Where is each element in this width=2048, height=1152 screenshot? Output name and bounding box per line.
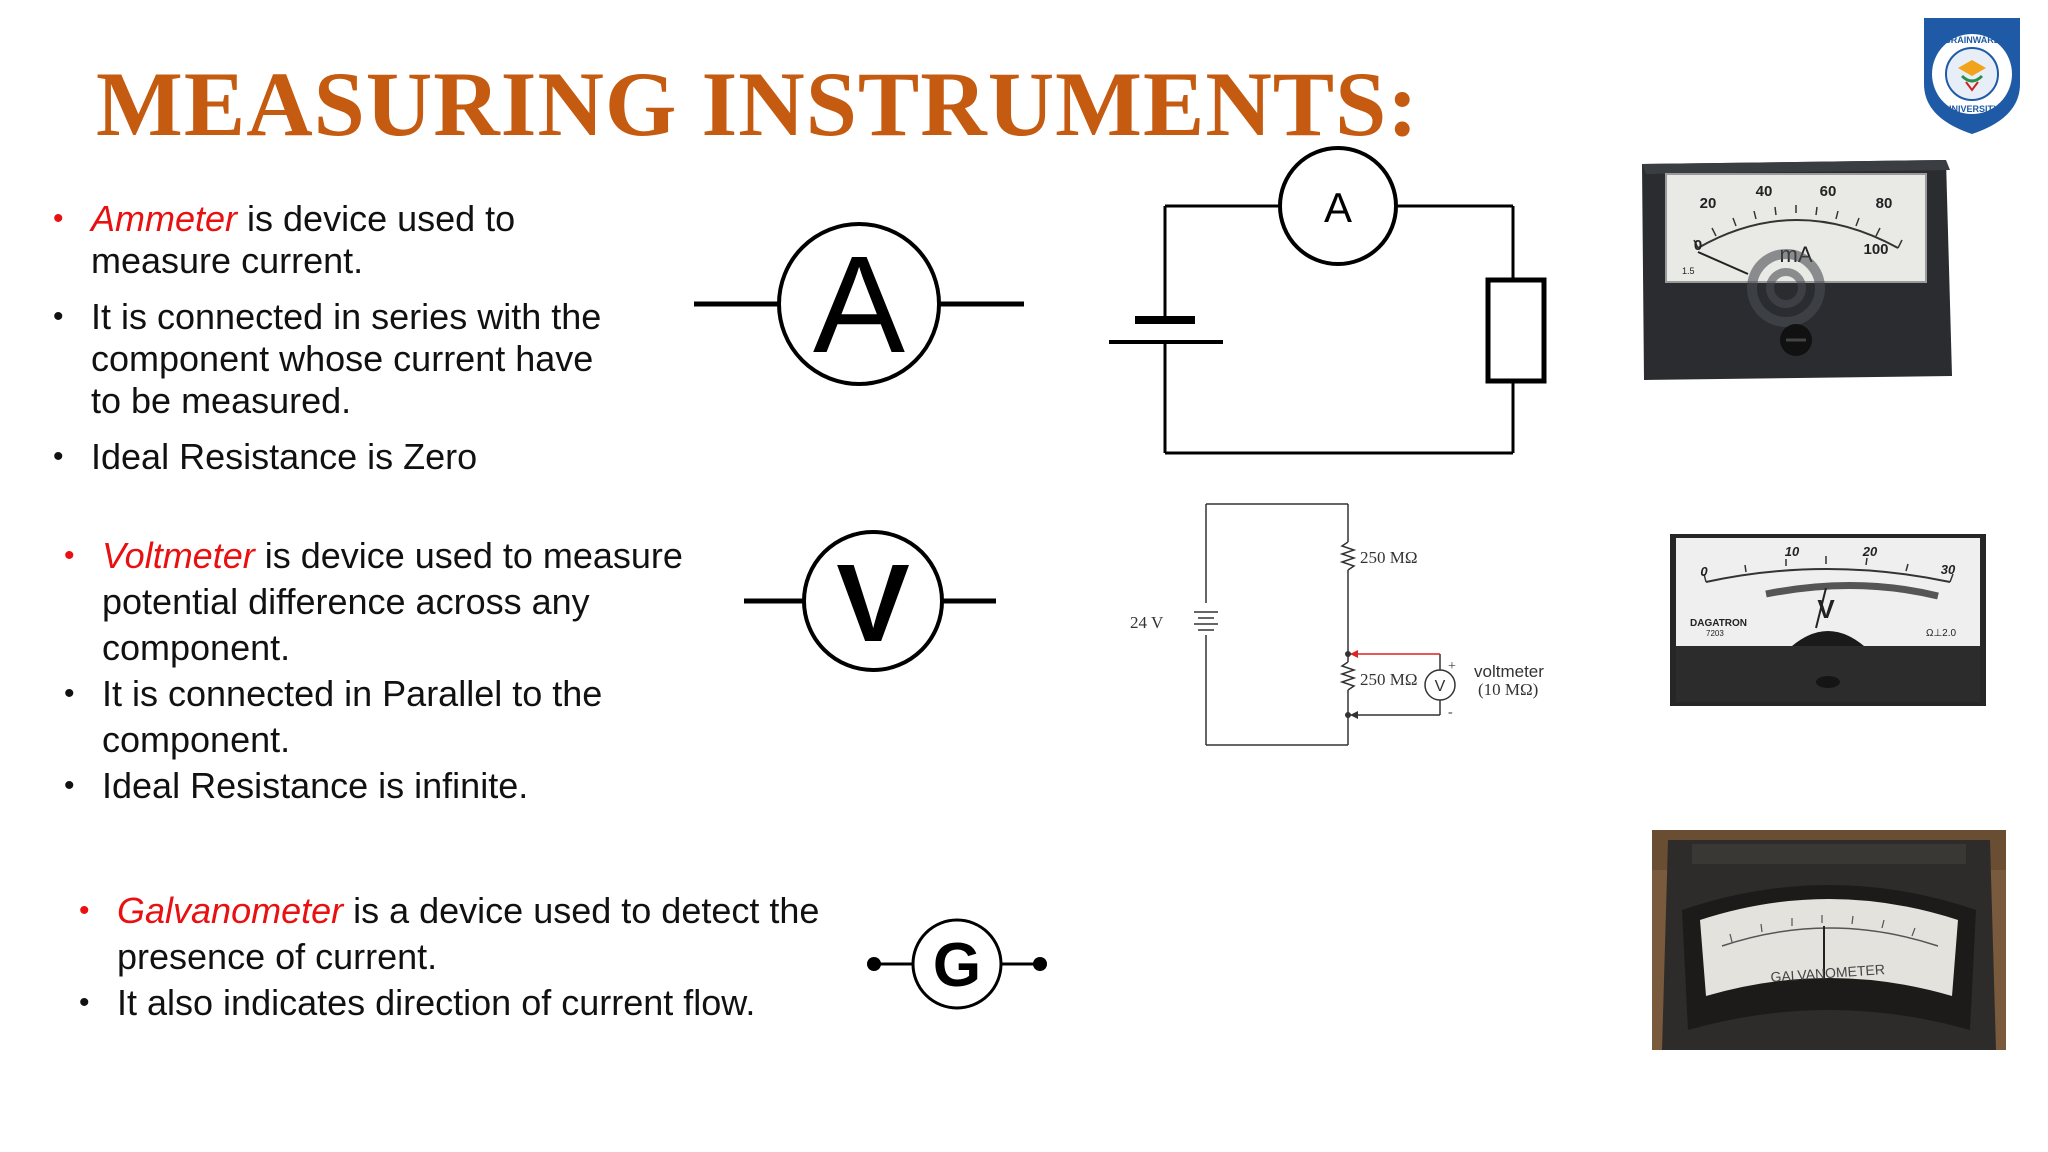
galvanometer-symbol-letter: G [933, 931, 981, 1000]
resistor-2-label: 250 MΩ [1360, 670, 1418, 689]
scale-mark: 1.5 [1682, 266, 1695, 276]
circuit-meter-letter: A [1324, 184, 1352, 231]
term-ammeter: Ammeter [91, 198, 238, 239]
voltmeter-circuit-diagram: 24 V 250 MΩ 250 MΩ V + - voltmeter (10 M… [1130, 503, 1544, 746]
bullet-text: is device used to measure potential diff… [102, 535, 683, 668]
voltmeter-resistance-label: (10 MΩ) [1478, 680, 1538, 699]
bullet-dot: • [64, 539, 75, 572]
source-voltage-label: 24 V [1130, 613, 1164, 632]
bullet-text: Ideal Resistance is infinite. [102, 765, 529, 806]
ammeter-symbol-letter: A [813, 228, 905, 382]
list-item: • Ideal Resistance is infinite. [64, 763, 712, 809]
scale-label: 80 [1876, 195, 1893, 212]
meter-model-label: 7203 [1706, 629, 1724, 638]
bullet-text: It is connected in Parallel to the compo… [102, 673, 603, 760]
voltmeter-symbol: V [744, 530, 996, 672]
bullet-dot: • [64, 769, 75, 802]
bullet-dot: • [79, 986, 90, 1019]
scale-label: 30 [1941, 562, 1956, 577]
meter-marks-label: Ω⊥2.0 [1926, 628, 1957, 639]
bullet-text: is a device used to detect the presence … [117, 890, 820, 977]
bullet-text: Ideal Resistance is Zero [91, 436, 478, 477]
term-voltmeter: Voltmeter [102, 535, 255, 576]
galvanometer-symbol: G [867, 918, 1047, 1010]
list-item: • It is connected in series with the comp… [53, 296, 611, 422]
university-logo: BRAINWARE UNIVERSITY [1924, 18, 2020, 134]
galvanometer-bullet-list: • Galvanometer is a device used to detect… [79, 888, 857, 1026]
term-galvanometer: Galvanometer [117, 890, 344, 931]
list-item: • Galvanometer is a device used to detect… [79, 888, 857, 980]
galvanometer-face-label: GALVANOMETER [1770, 961, 1885, 985]
list-item: • Ideal Resistance is Zero [53, 436, 611, 478]
voltmeter-symbol-letter: V [836, 542, 909, 665]
voltmeter-label: voltmeter [1474, 662, 1544, 681]
scale-label: 100 [1863, 241, 1888, 258]
slide-title: MEASURING INSTRUMENTS: [96, 53, 1419, 155]
list-item: • Voltmeter is device used to measure pot… [64, 533, 712, 671]
bullet-text: is device used to measure current. [91, 198, 516, 281]
bullet-dot: • [53, 300, 64, 333]
scale-label: 0 [1700, 564, 1708, 579]
scale-label: 0 [1694, 237, 1702, 254]
circuit-meter-letter: V [1435, 678, 1446, 695]
list-item: • It also indicates direction of current … [79, 980, 857, 1026]
bullet-dot: • [53, 202, 64, 235]
ammeter-bullet-list: • Ammeter is device used to measure curre… [53, 198, 611, 492]
bullet-dot: • [53, 440, 64, 473]
minus-terminal-label: - [1448, 705, 1453, 720]
bullet-text: It is connected in series with the compo… [91, 296, 602, 421]
ammeter-symbol: A [694, 222, 1024, 386]
bullet-dot: • [64, 677, 75, 710]
bullet-dot: • [79, 894, 90, 927]
resistor-1-label: 250 MΩ [1360, 548, 1418, 567]
ammeter-photo: 0 20 40 60 80 100 mA 1.5 [1642, 160, 1952, 380]
bullet-text: It also indicates direction of current f… [117, 982, 756, 1023]
scale-label: 60 [1820, 183, 1837, 200]
ammeter-circuit-diagram: A [1109, 146, 1547, 455]
galvanometer-photo: GALVANOMETER [1652, 830, 2006, 1050]
meter-brand-label: DAGATRON [1690, 618, 1747, 629]
scale-label: 20 [1700, 195, 1717, 212]
scale-label: 10 [1785, 544, 1800, 559]
voltmeter-bullet-list: • Voltmeter is device used to measure pot… [64, 533, 712, 809]
voltmeter-photo: 0 10 20 30 V DAGATRON 7203 Ω⊥2.0 [1670, 534, 1986, 706]
list-item: • It is connected in Parallel to the comp… [64, 671, 712, 763]
logo-text-top: BRAINWARE [1944, 35, 2000, 45]
plus-terminal-label: + [1448, 659, 1456, 674]
scale-label: 40 [1756, 183, 1773, 200]
logo-text-bottom: UNIVERSITY [1945, 104, 1999, 114]
scale-label: 20 [1862, 544, 1878, 559]
list-item: • Ammeter is device used to measure curre… [53, 198, 611, 282]
